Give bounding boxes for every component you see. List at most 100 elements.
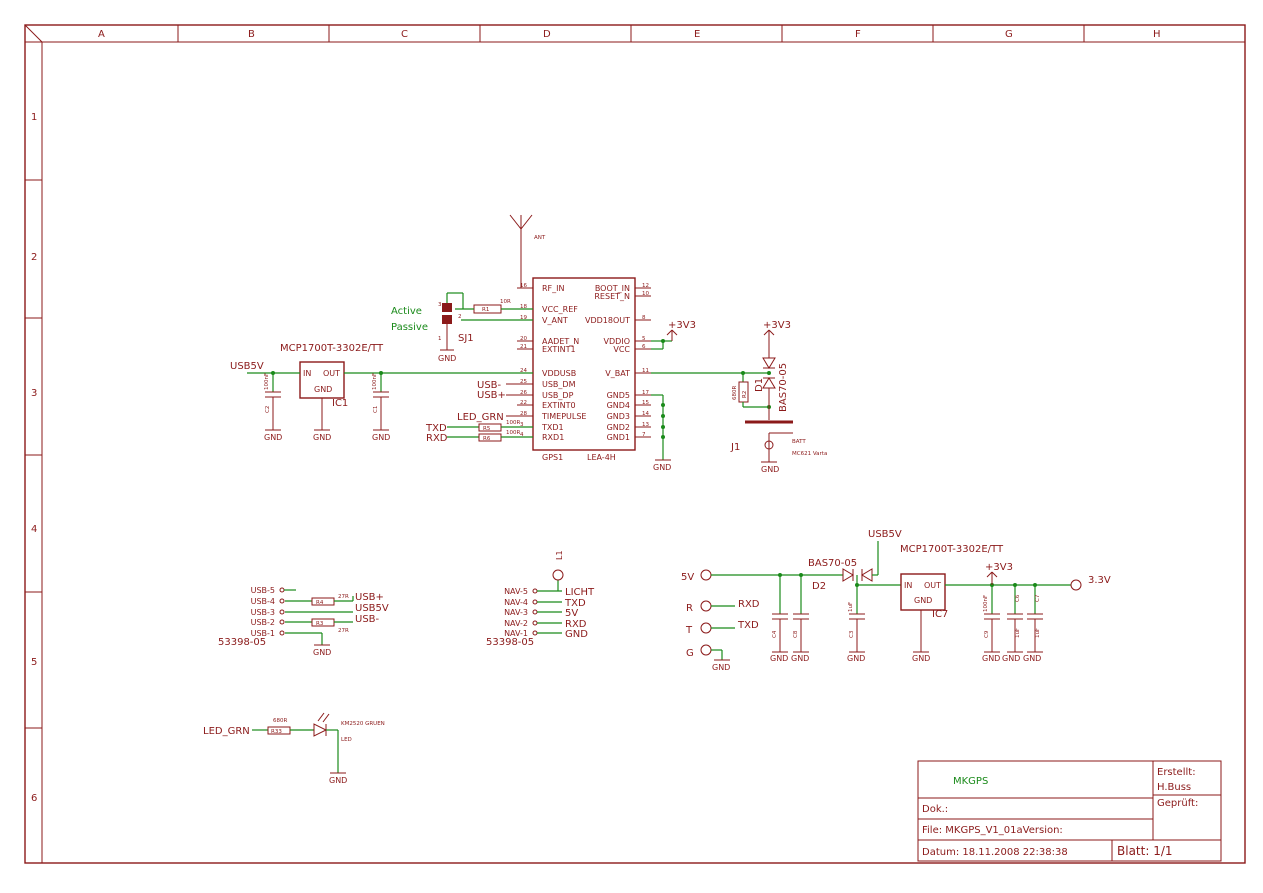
c1-value: 100nF — [372, 373, 378, 390]
column-label: H — [1153, 29, 1161, 40]
gps-pin-number: 6 — [642, 344, 646, 350]
gnd-label: GND — [313, 433, 331, 442]
r5-label: R5 — [483, 426, 491, 432]
row-label: 4 — [31, 524, 37, 535]
batt-label: BATT — [792, 439, 806, 445]
sj1-pin-2: 2 — [458, 314, 462, 320]
gps-pin-name: TIMEPULSE — [541, 412, 586, 421]
gps-pin-name: GND5 — [607, 391, 630, 400]
gnd-label: GND — [1023, 654, 1041, 663]
gps-pin-name: VCC — [613, 345, 630, 354]
active-label: Active — [391, 306, 422, 317]
gps-pin-number: 3 — [520, 422, 524, 428]
gps-pin-name: VDD18OUT — [585, 316, 630, 325]
row-label: 5 — [31, 657, 37, 668]
r6-label: R6 — [483, 436, 491, 442]
usb-minus-net: USB- — [477, 380, 502, 391]
row-label: 3 — [31, 388, 37, 399]
r33-label: R33 — [271, 729, 282, 735]
gnd-label: GND — [329, 776, 347, 785]
usb-conn-pin: USB-1 — [251, 629, 275, 638]
gnd-label: GND — [313, 648, 331, 657]
gps-usb-nets: USB- USB+ LED_GRN — [457, 380, 517, 423]
usb-conn-pin: USB-2 — [251, 618, 275, 627]
sj1-pin-3: 3 — [438, 302, 442, 308]
gps-pin-number: 16 — [520, 283, 527, 289]
nav-conn-pin: NAV-2 — [504, 619, 528, 628]
gps-pin-number: 8 — [642, 315, 646, 321]
pin-out: OUT — [924, 581, 941, 590]
datum: Datum: 18.11.2008 22:38:38 — [922, 847, 1068, 858]
c4-label: C4 — [772, 630, 778, 638]
led-label: LED — [341, 737, 352, 743]
vcc-3v3-label: +3V3 — [668, 320, 696, 331]
c3-value: 1uF — [848, 602, 854, 612]
passive-label: Passive — [391, 322, 428, 333]
c1-label: C1 — [373, 406, 379, 413]
row-labels: 1 2 3 4 5 6 — [31, 112, 37, 804]
gps-pin-name: GND1 — [607, 433, 630, 442]
r4-value: 27R — [338, 594, 349, 600]
gps-pin-name: V_BAT — [605, 369, 630, 378]
battery-type: MC621 Varta — [792, 451, 827, 457]
net-t: T — [685, 625, 693, 636]
c7-value: 1uF — [1035, 628, 1041, 638]
gps-pin-number: 10 — [642, 291, 649, 297]
gps-pin-name: V_ANT — [542, 316, 568, 325]
rxd-net: RXD — [426, 433, 448, 444]
serial-resistors: R5 100R R6 100R TXD RXD — [425, 420, 533, 444]
gps-pin-name: GND4 — [607, 401, 630, 410]
nav-conn-net: LICHT — [565, 587, 595, 598]
gps-pin-number: 4 — [520, 432, 524, 438]
net-3v3: 3.3V — [1088, 575, 1111, 586]
blatt: Blatt: 1/1 — [1117, 844, 1173, 858]
sj1-pin-1: 1 — [438, 336, 442, 342]
power-supply-section: 5V R RXD T TXD G GND C4 GND C8 GND BAS70… — [681, 529, 1111, 672]
gps-pin-number: 26 — [520, 390, 527, 396]
pin-in: IN — [904, 581, 912, 590]
geprueft-label: Geprüft: — [1157, 798, 1198, 809]
r4-label: R4 — [316, 600, 324, 606]
gps-pin-name: RXD1 — [542, 433, 564, 442]
c8-label: C8 — [793, 630, 799, 638]
c7-label: C7 — [1035, 594, 1041, 602]
title-block: MKGPS Erstellt: H.Buss Geprüft: Dok.: Fi… — [917, 760, 1222, 862]
r2-value: 680R — [732, 386, 738, 400]
gnd-label: GND — [791, 654, 809, 663]
gps-pin-number: 13 — [642, 422, 649, 428]
column-label: F — [855, 29, 861, 40]
file-name: File: MKGPS_V1_01aVersion: — [922, 825, 1063, 836]
column-label: D — [543, 29, 551, 40]
nav-conn-net: GND — [565, 629, 588, 640]
gnd-label: GND — [1002, 654, 1020, 663]
column-label: G — [1005, 29, 1013, 40]
usb-plus-net: USB+ — [477, 390, 506, 401]
r6-value: 100R — [506, 430, 520, 436]
led-part: KM2520 GRUEN — [341, 721, 385, 727]
gps-pin-name: USB_DM — [542, 380, 576, 389]
c6-value: 1uF — [1015, 628, 1021, 638]
antenna-label: ANT — [534, 235, 546, 241]
gps-pin-number: 15 — [642, 400, 649, 406]
row-label: 1 — [31, 112, 37, 123]
gnd-label: GND — [912, 654, 930, 663]
nav-conn-pin: NAV-5 — [504, 587, 528, 596]
pin-in: IN — [303, 369, 311, 378]
gps-pin-number: 11 — [642, 368, 649, 374]
usb-conn-net: USB- — [355, 614, 380, 625]
j1-label: J1 — [730, 442, 740, 453]
gps-pin-name: GND3 — [607, 412, 630, 421]
r5-value: 100R — [506, 420, 520, 426]
gps-pin-name: BOOT_IN — [595, 284, 630, 293]
gps-ref: GPS1 — [542, 453, 563, 462]
gps-pin-number: 28 — [520, 411, 527, 417]
gps-pin-number: 18 — [520, 304, 527, 310]
net-r: R — [686, 603, 693, 614]
column-label: B — [248, 29, 255, 40]
ic7-label: IC7 — [932, 609, 948, 620]
d1-value: BAS70-05 — [778, 363, 789, 412]
net-rxd: RXD — [738, 599, 760, 610]
gps-pin-name: VDDUSB — [542, 369, 576, 378]
ic1-label: IC1 — [332, 398, 348, 409]
